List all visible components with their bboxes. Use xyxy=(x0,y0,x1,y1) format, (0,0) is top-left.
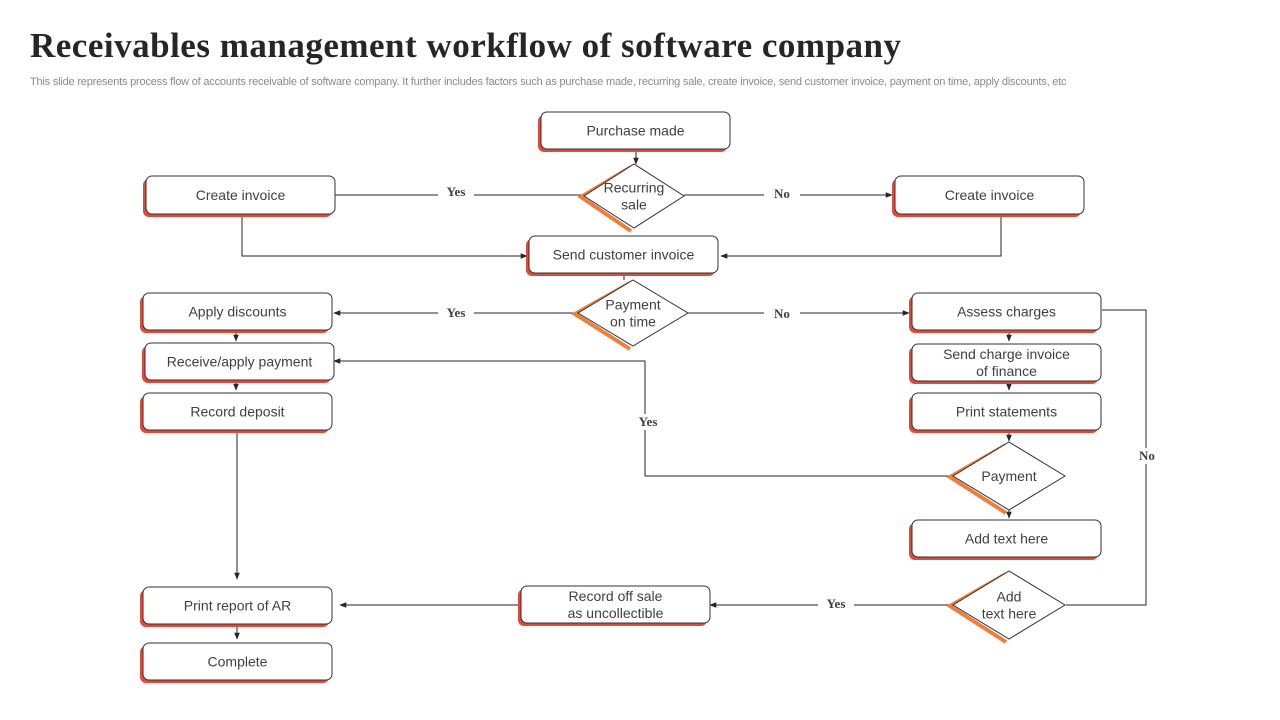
node-complete: Complete xyxy=(140,642,333,683)
node-record-deposit: Record deposit xyxy=(140,392,333,433)
label-recurring-yes-bg xyxy=(438,184,474,200)
node-label: Assess charges xyxy=(957,304,1056,320)
label-assess-no: No xyxy=(1139,448,1155,463)
label-addtext-yes-bg xyxy=(818,596,854,612)
node-print-report: Print report of AR xyxy=(140,586,333,627)
edge-create-left-to-send xyxy=(241,215,528,259)
node-label: Apply discounts xyxy=(188,304,286,320)
label-ontime-no: No xyxy=(774,306,790,321)
node-add-text-box: Add text here xyxy=(909,519,1102,560)
node-label: Add text here xyxy=(965,531,1048,547)
node-purchase-made: Purchase made xyxy=(538,111,731,152)
label-recurring-no: No xyxy=(774,186,790,201)
node-label: Receive/apply payment xyxy=(167,354,313,370)
label-ontime-yes-bg xyxy=(438,305,474,321)
node-label: Create invoice xyxy=(196,187,286,203)
node-apply-discounts: Apply discounts xyxy=(140,292,333,333)
page-subtitle: This slide represents process flow of ac… xyxy=(30,76,1067,88)
edge-create-right-to-send xyxy=(720,215,1002,259)
node-label: Complete xyxy=(208,654,268,670)
node-label: Print statements xyxy=(956,404,1057,420)
label-recurring-no-bg xyxy=(764,186,800,202)
label-ontime-yes: Yes xyxy=(447,305,466,320)
label-recurring-yes: Yes xyxy=(447,184,466,199)
label-addtext-yes: Yes xyxy=(827,596,846,611)
node-send-customer-invoice: Send customer invoice xyxy=(526,235,719,276)
node-label: Record deposit xyxy=(190,404,284,420)
node-label: Send customer invoice xyxy=(553,247,695,263)
label-assess-no-bg xyxy=(1129,448,1165,464)
node-payment: Payment xyxy=(946,441,1066,515)
node-assess-charges: Assess charges xyxy=(909,292,1102,333)
page-title: Receivables management workflow of softw… xyxy=(30,26,902,65)
node-label: Create invoice xyxy=(945,187,1035,203)
label-payment-yes: Yes xyxy=(639,414,658,429)
node-create-invoice-left: Create invoice xyxy=(143,175,336,217)
label-ontime-no-bg xyxy=(764,306,800,322)
label-payment-yes-bg xyxy=(630,414,666,430)
node-label: Print report of AR xyxy=(184,598,291,614)
node-label: Purchase made xyxy=(586,123,684,139)
node-label: Payment xyxy=(981,468,1036,484)
node-receive-apply-payment: Receive/apply payment xyxy=(142,342,335,383)
node-print-statements: Print statements xyxy=(909,392,1102,433)
node-create-invoice-right: Create invoice xyxy=(892,175,1085,217)
